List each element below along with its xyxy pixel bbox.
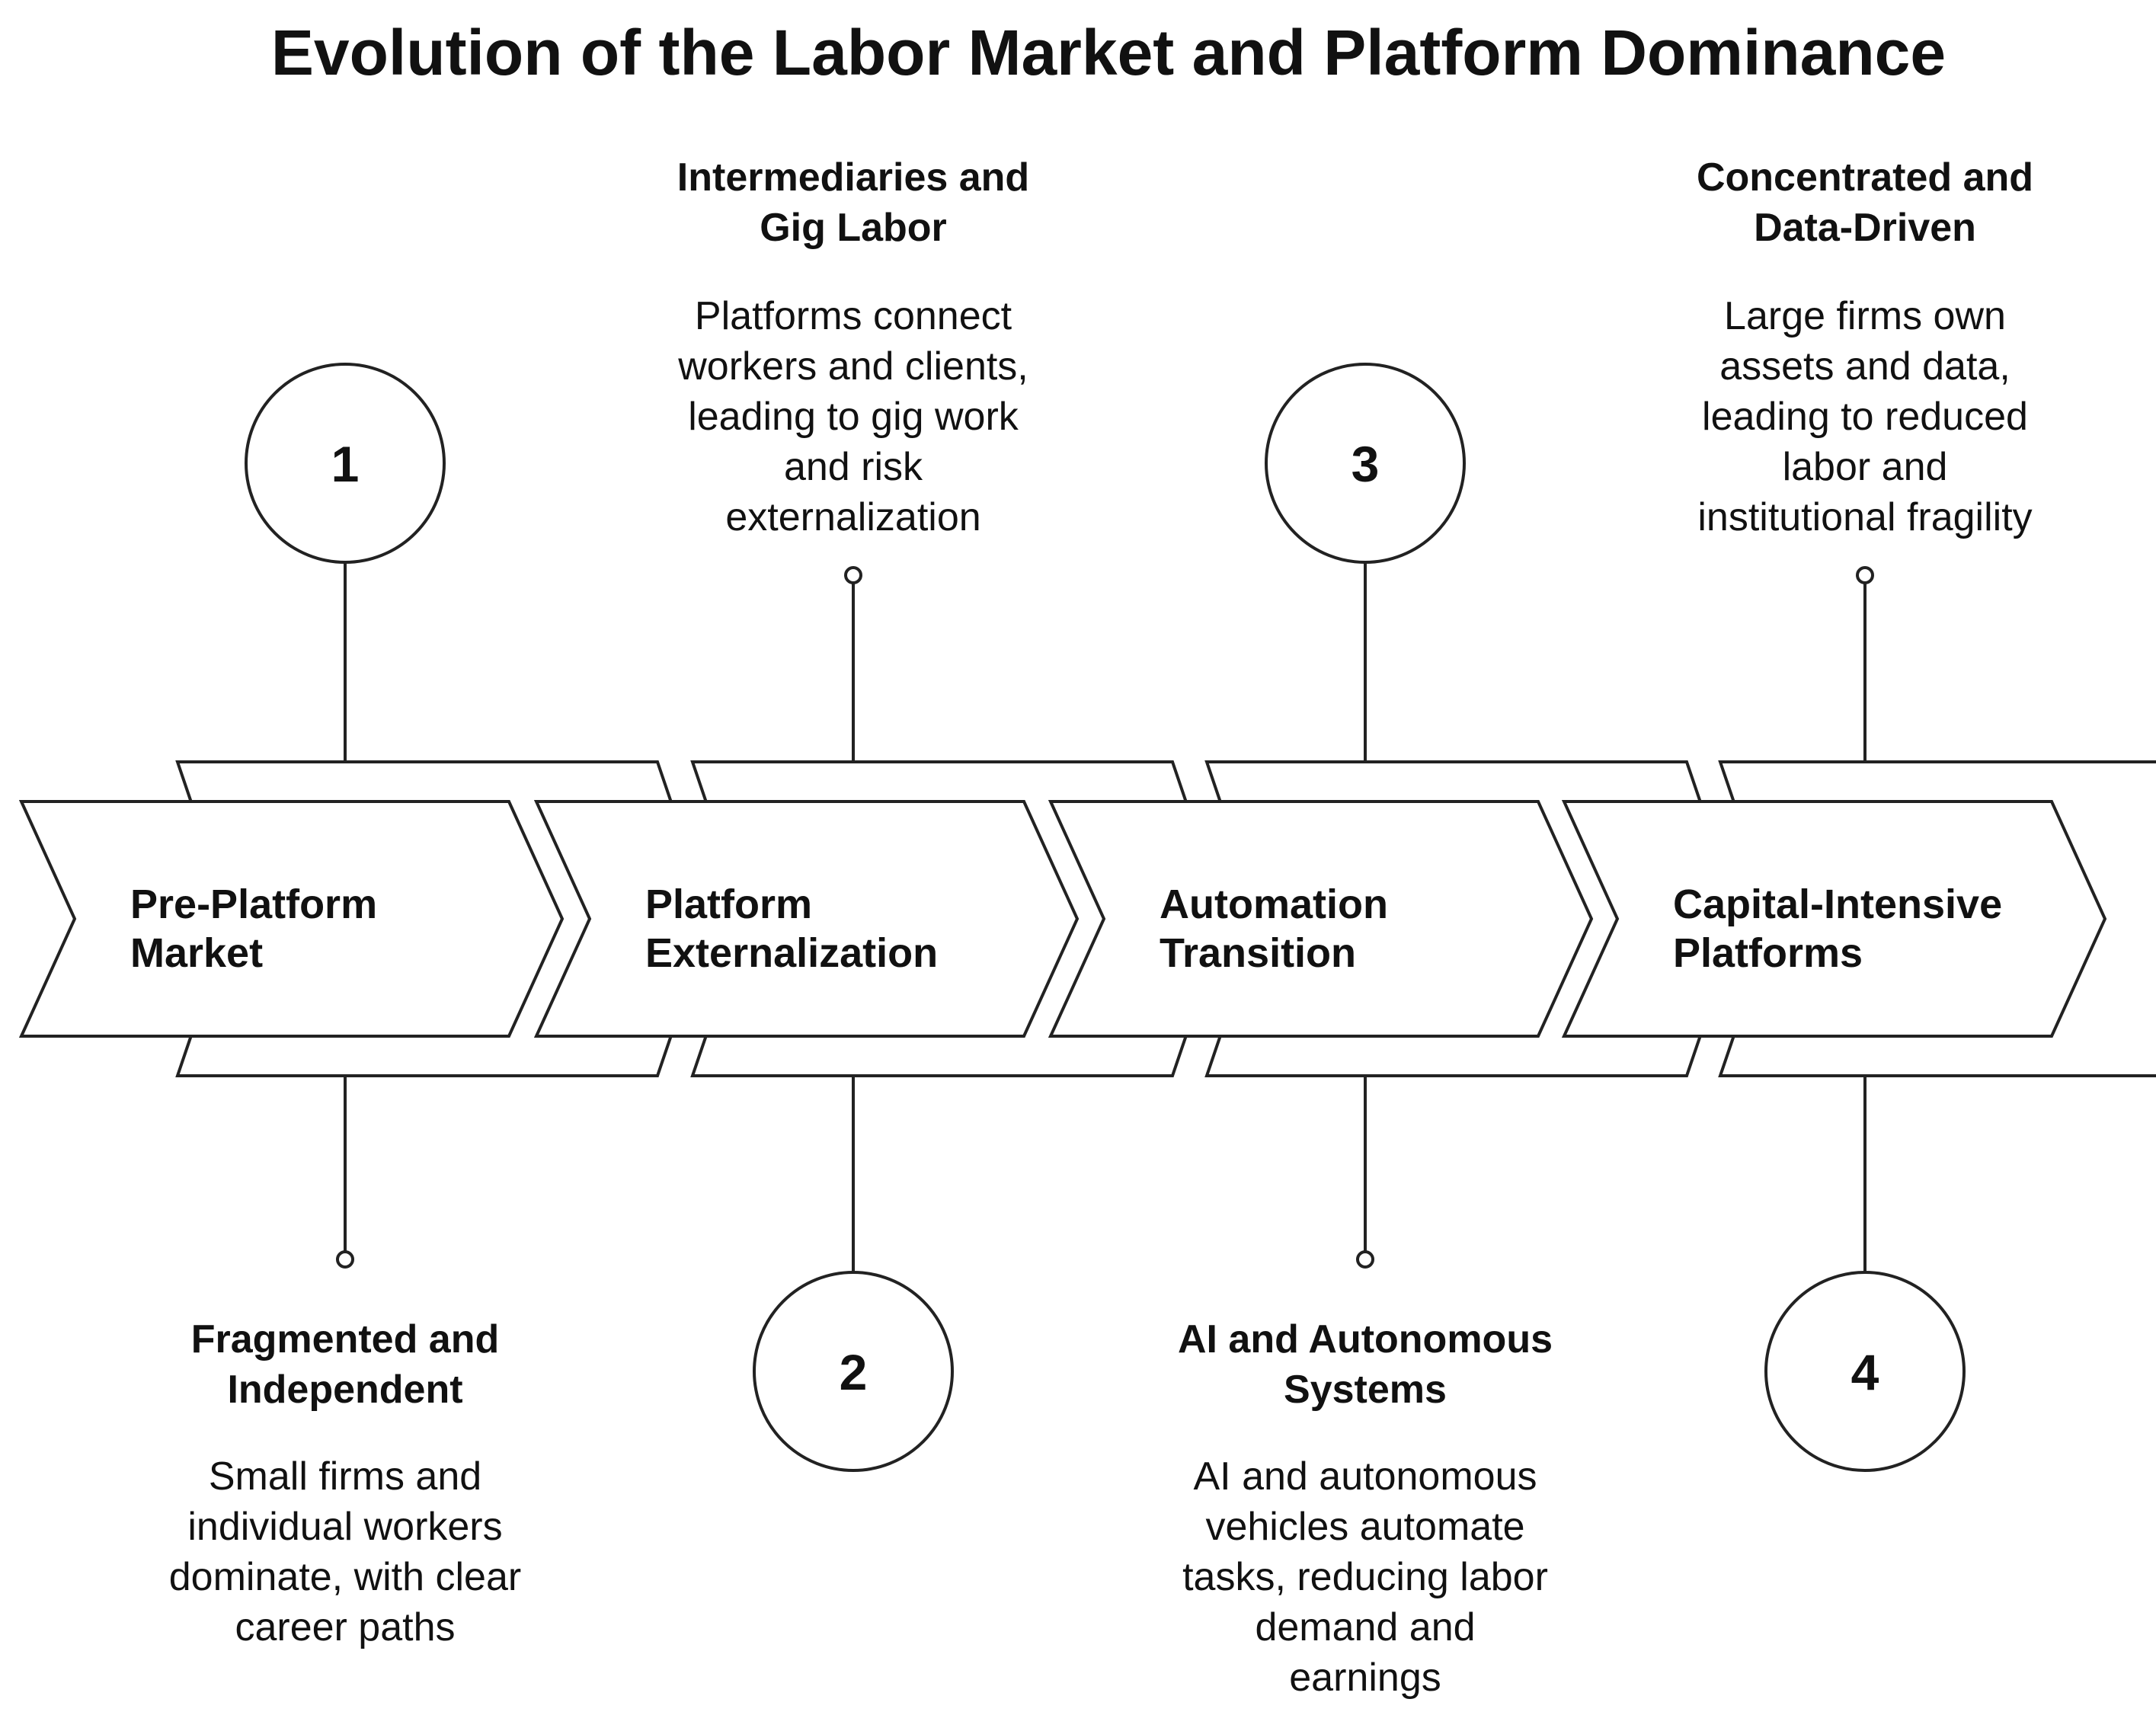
- stage-2-chevron: [533, 800, 1080, 1038]
- stage-1-number-circle: [245, 363, 446, 564]
- stage-4-chevron: [1561, 800, 2107, 1038]
- stage-1-number: 1: [331, 436, 360, 492]
- stage-1-chevron: [18, 800, 565, 1038]
- stage-3-number: 3: [1351, 436, 1380, 492]
- stage-4-number-circle: [1764, 1271, 1966, 1472]
- stage-3-chevron: [1048, 800, 1594, 1038]
- stage-4-number: 4: [1851, 1344, 1879, 1400]
- diagram-title: Evolution of the Labor Market and Platfo…: [271, 17, 1946, 88]
- stage-2-number: 2: [840, 1344, 868, 1400]
- stage-2-number-circle: [753, 1271, 954, 1472]
- stage-3-number-circle: [1265, 363, 1466, 564]
- stage-3-connector-dot: [1356, 1250, 1374, 1269]
- stage-1-connector-dot: [336, 1250, 354, 1269]
- stage-4-connector-dot: [1856, 566, 1874, 584]
- stage-2-connector-dot: [844, 566, 862, 584]
- connector-layer: [344, 562, 1867, 1272]
